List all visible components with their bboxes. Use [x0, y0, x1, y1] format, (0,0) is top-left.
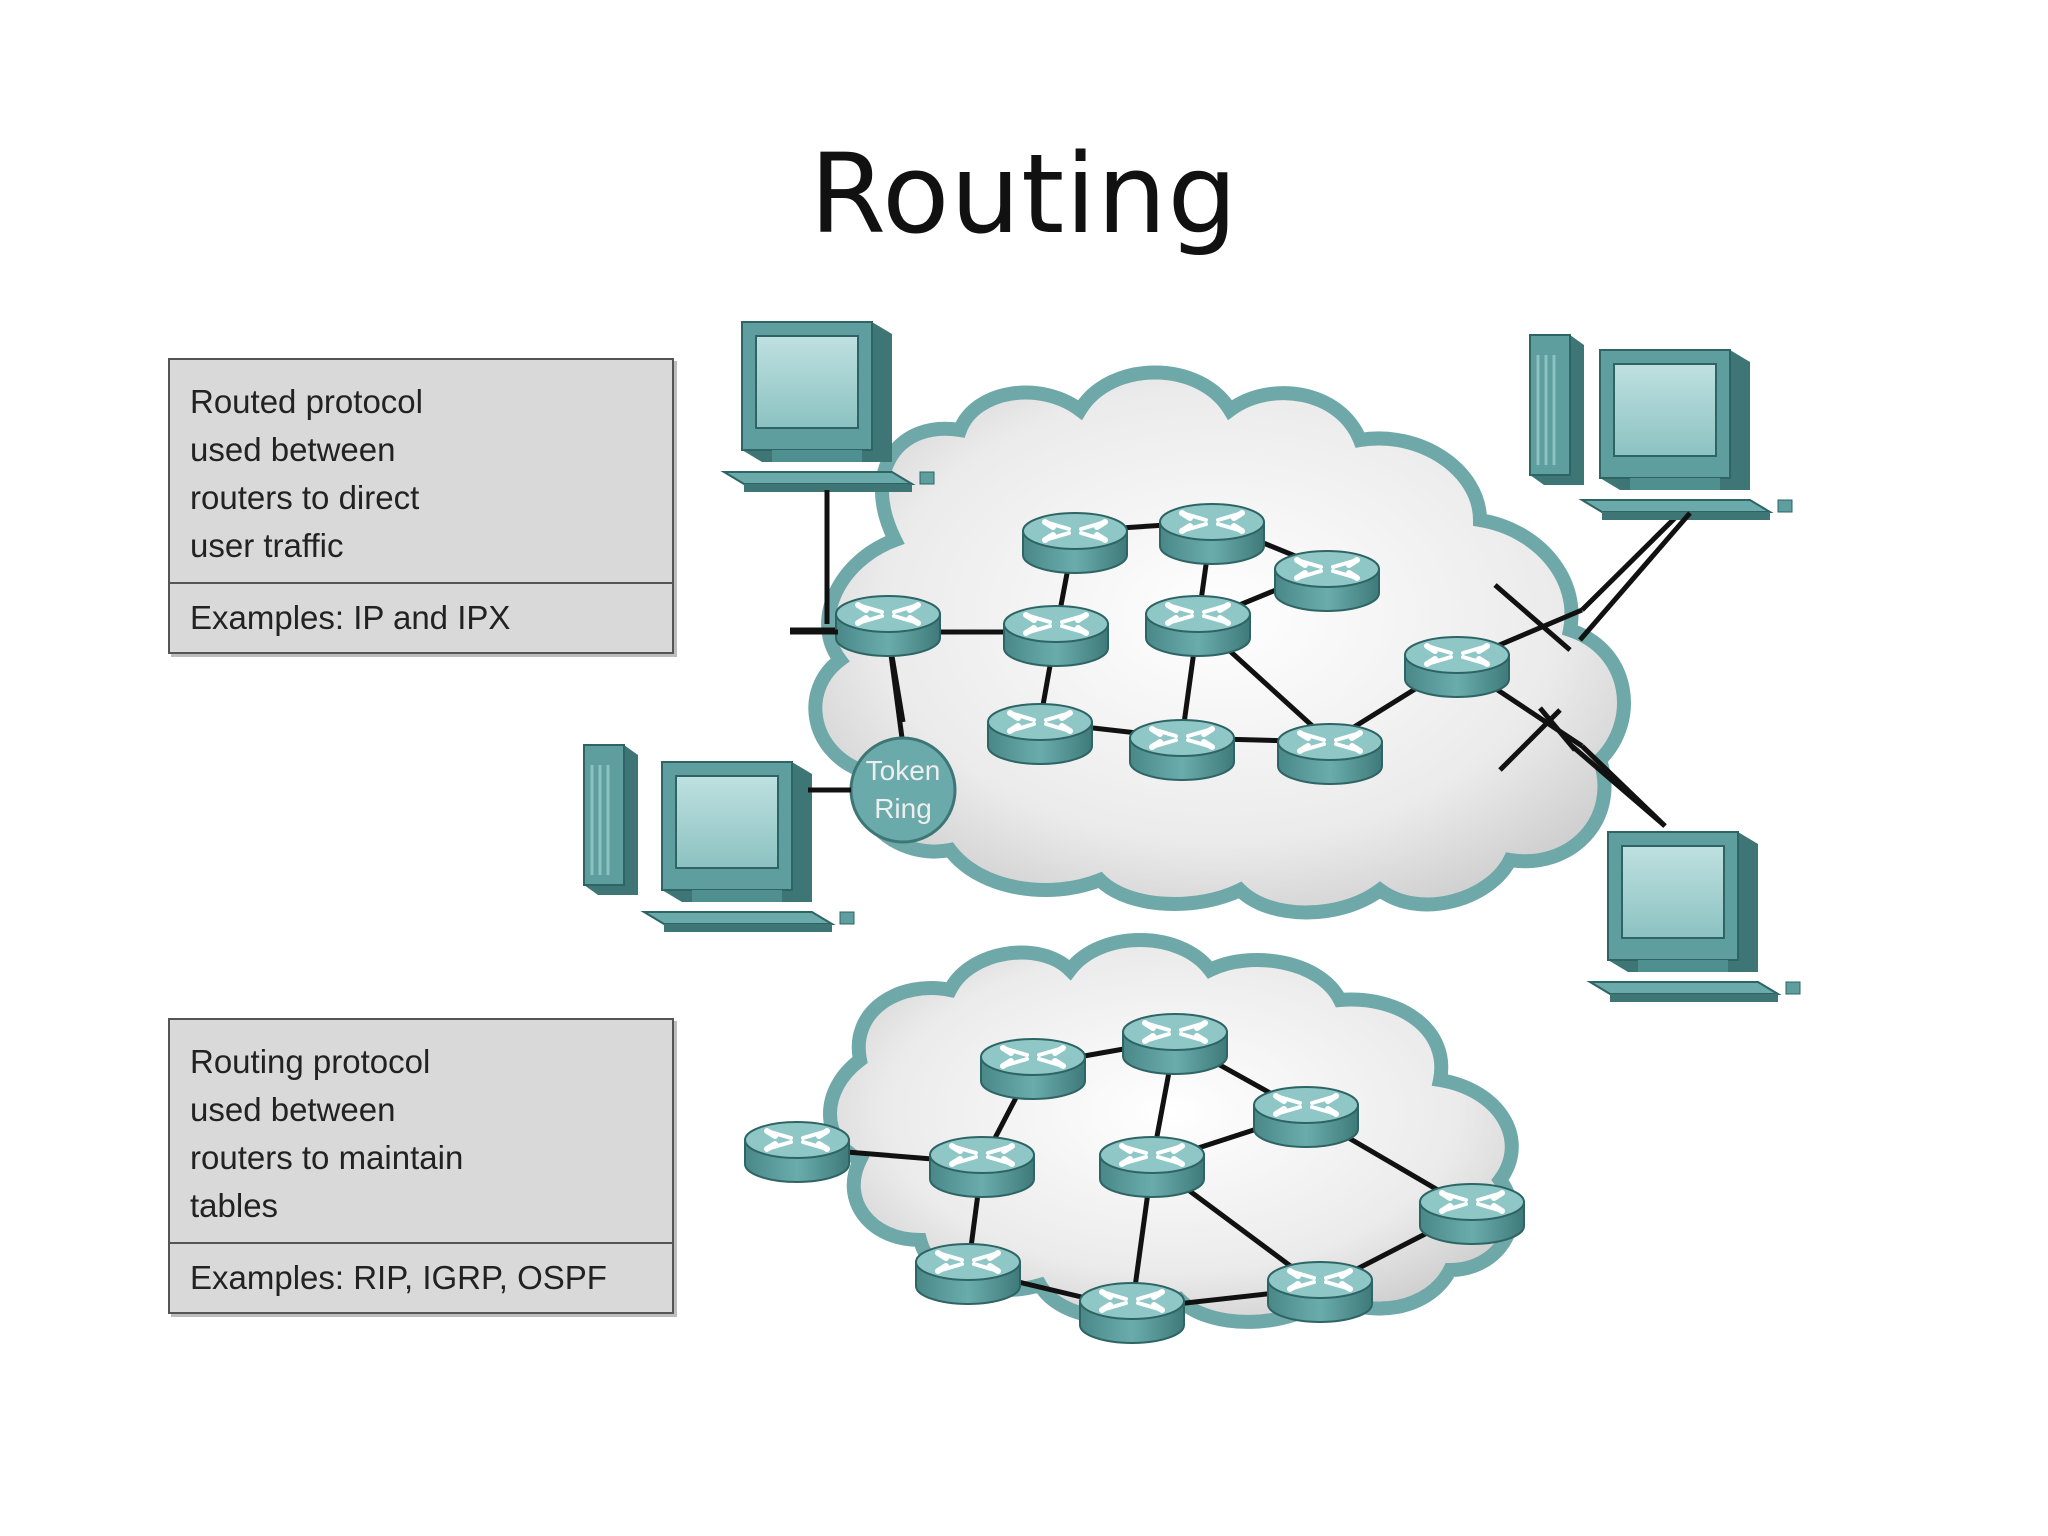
token-ring-label-line2: Ring	[874, 793, 932, 824]
router-icon	[930, 1137, 1034, 1197]
router-icon	[1254, 1087, 1358, 1147]
router-icon	[1023, 513, 1127, 573]
description-line: user traffic	[190, 527, 344, 564]
router-icon	[1405, 637, 1509, 697]
router-icon	[988, 704, 1092, 764]
routed-protocol-examples: Examples: IP and IPX	[170, 582, 672, 652]
router-icon	[836, 596, 940, 656]
router-icon	[916, 1244, 1020, 1304]
routing-protocol-description: Routing protocol used between routers to…	[170, 1020, 672, 1242]
router-icon	[1146, 596, 1250, 656]
description-line: tables	[190, 1187, 279, 1224]
token-ring: Token Ring	[849, 736, 957, 844]
router-icon	[1004, 606, 1108, 666]
router-icon	[981, 1039, 1085, 1099]
description-line: Routed protocol	[190, 383, 423, 420]
token-ring-label-line1: Token	[866, 755, 941, 786]
router-icon	[745, 1122, 849, 1182]
router-icon	[1160, 504, 1264, 564]
router-icon	[1420, 1184, 1524, 1244]
routed-protocol-box: Routed protocol used between routers to …	[168, 358, 674, 654]
router-icon	[1130, 720, 1234, 780]
router-icon	[1100, 1137, 1204, 1197]
computer-monitor-icon	[1581, 349, 1793, 521]
description-line: used between	[190, 1091, 396, 1128]
computer-tower-icon	[582, 743, 640, 897]
workstation-cables	[790, 490, 1692, 828]
computer-tower-icon	[1528, 333, 1586, 487]
slide-title: Routing	[809, 130, 1239, 258]
router-icon	[1275, 551, 1379, 611]
router-icon	[1080, 1283, 1184, 1343]
description-line: routers to maintain	[190, 1139, 464, 1176]
description-line: used between	[190, 431, 396, 468]
description-line: routers to direct	[190, 479, 420, 516]
routing-protocol-box: Routing protocol used between routers to…	[168, 1018, 674, 1314]
computer-monitor-icon	[1589, 831, 1801, 1003]
router-icon	[1268, 1262, 1372, 1322]
router-icon	[1123, 1014, 1227, 1074]
description-line: Routing protocol	[190, 1043, 431, 1080]
routing-protocol-examples: Examples: RIP, IGRP, OSPF	[170, 1242, 672, 1312]
router-icon	[1278, 724, 1382, 784]
routed-protocol-description: Routed protocol used between routers to …	[170, 360, 672, 582]
